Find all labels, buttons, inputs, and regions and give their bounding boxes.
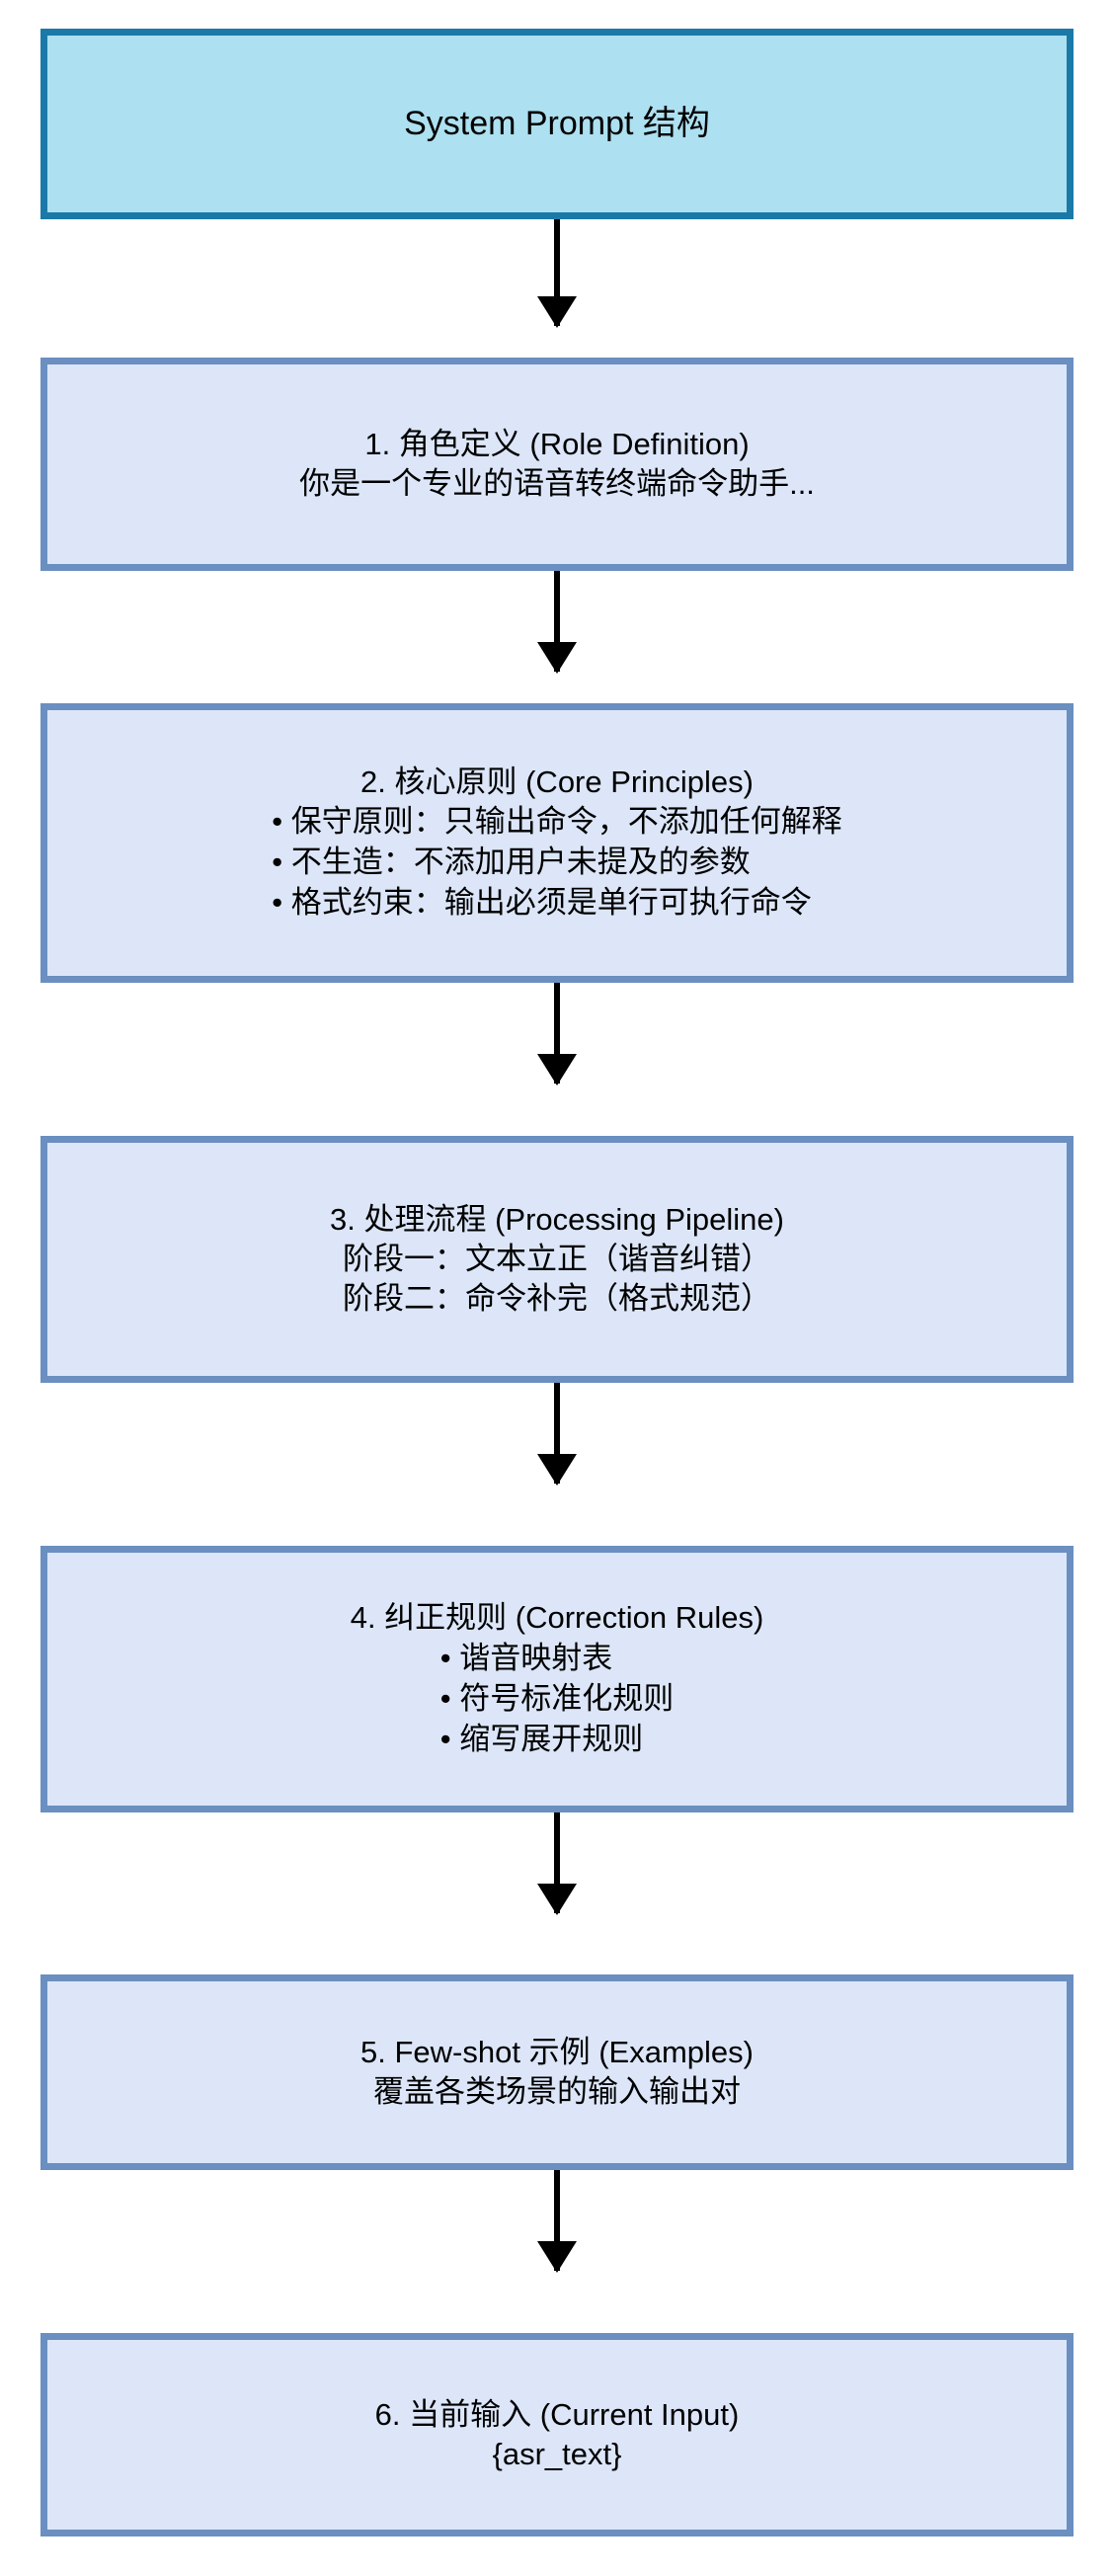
node-title-label: System Prompt 结构 — [404, 105, 710, 143]
node-current-input[interactable]: 6. 当前输入 (Current Input) {asr_text} — [40, 2333, 1074, 2536]
node-2-bullet-2: 不生造：不添加用户未提及的参数 — [272, 843, 751, 883]
node-1-line-1: 你是一个专业的语音转终端命令助手... — [299, 466, 815, 501]
node-3-line-1: 阶段一：文本立正（谐音纠错） — [343, 1241, 771, 1276]
node-4-bullet-1: 谐音映射表 — [440, 1639, 612, 1679]
node-2-heading: 2. 核心原则 (Core Principles) — [360, 764, 754, 799]
node-2-bullet-1: 保守原则：只输出命令，不添加任何解释 — [272, 802, 842, 843]
node-6-heading: 6. 当前输入 (Current Input) — [374, 2396, 740, 2432]
node-correction-rules[interactable]: 4. 纠正规则 (Correction Rules) 谐音映射表 符号标准化规则… — [40, 1546, 1074, 1812]
arrow-1-to-2 — [554, 571, 560, 672]
node-processing-pipeline[interactable]: 3. 处理流程 (Processing Pipeline) 阶段一：文本立正（谐… — [40, 1136, 1074, 1383]
node-4-bullet-list: 谐音映射表 符号标准化规则 缩写展开规则 — [440, 1639, 674, 1760]
arrow-2-to-3 — [554, 983, 560, 1084]
arrow-4-to-5 — [554, 1812, 560, 1913]
node-4-bullet-3: 缩写展开规则 — [440, 1720, 643, 1760]
arrow-5-to-6 — [554, 2170, 560, 2271]
node-core-principles[interactable]: 2. 核心原则 (Core Principles) 保守原则：只输出命令，不添加… — [40, 703, 1074, 983]
node-5-line-1: 覆盖各类场景的输入输出对 — [373, 2074, 741, 2109]
node-6-line-1: {asr_text} — [492, 2437, 622, 2471]
node-3-line-2: 阶段二：命令补完（格式规范） — [343, 1281, 771, 1317]
node-few-shot-examples[interactable]: 5. Few-shot 示例 (Examples) 覆盖各类场景的输入输出对 — [40, 1974, 1074, 2170]
node-role-definition[interactable]: 1. 角色定义 (Role Definition) 你是一个专业的语音转终端命令… — [40, 358, 1074, 571]
node-5-heading: 5. Few-shot 示例 (Examples) — [360, 2034, 754, 2069]
arrow-3-to-4 — [554, 1383, 560, 1484]
arrow-title-to-1 — [554, 219, 560, 326]
node-3-heading: 3. 处理流程 (Processing Pipeline) — [330, 1201, 784, 1237]
node-4-heading: 4. 纠正规则 (Correction Rules) — [350, 1600, 764, 1636]
node-2-bullet-3: 格式约束：输出必须是单行可执行命令 — [272, 883, 812, 924]
node-2-bullet-list: 保守原则：只输出命令，不添加任何解释 不生造：不添加用户未提及的参数 格式约束：… — [272, 802, 842, 924]
node-4-bullet-2: 符号标准化规则 — [440, 1679, 674, 1720]
node-1-heading: 1. 角色定义 (Role Definition) — [364, 426, 750, 461]
node-title[interactable]: System Prompt 结构 — [40, 29, 1074, 219]
